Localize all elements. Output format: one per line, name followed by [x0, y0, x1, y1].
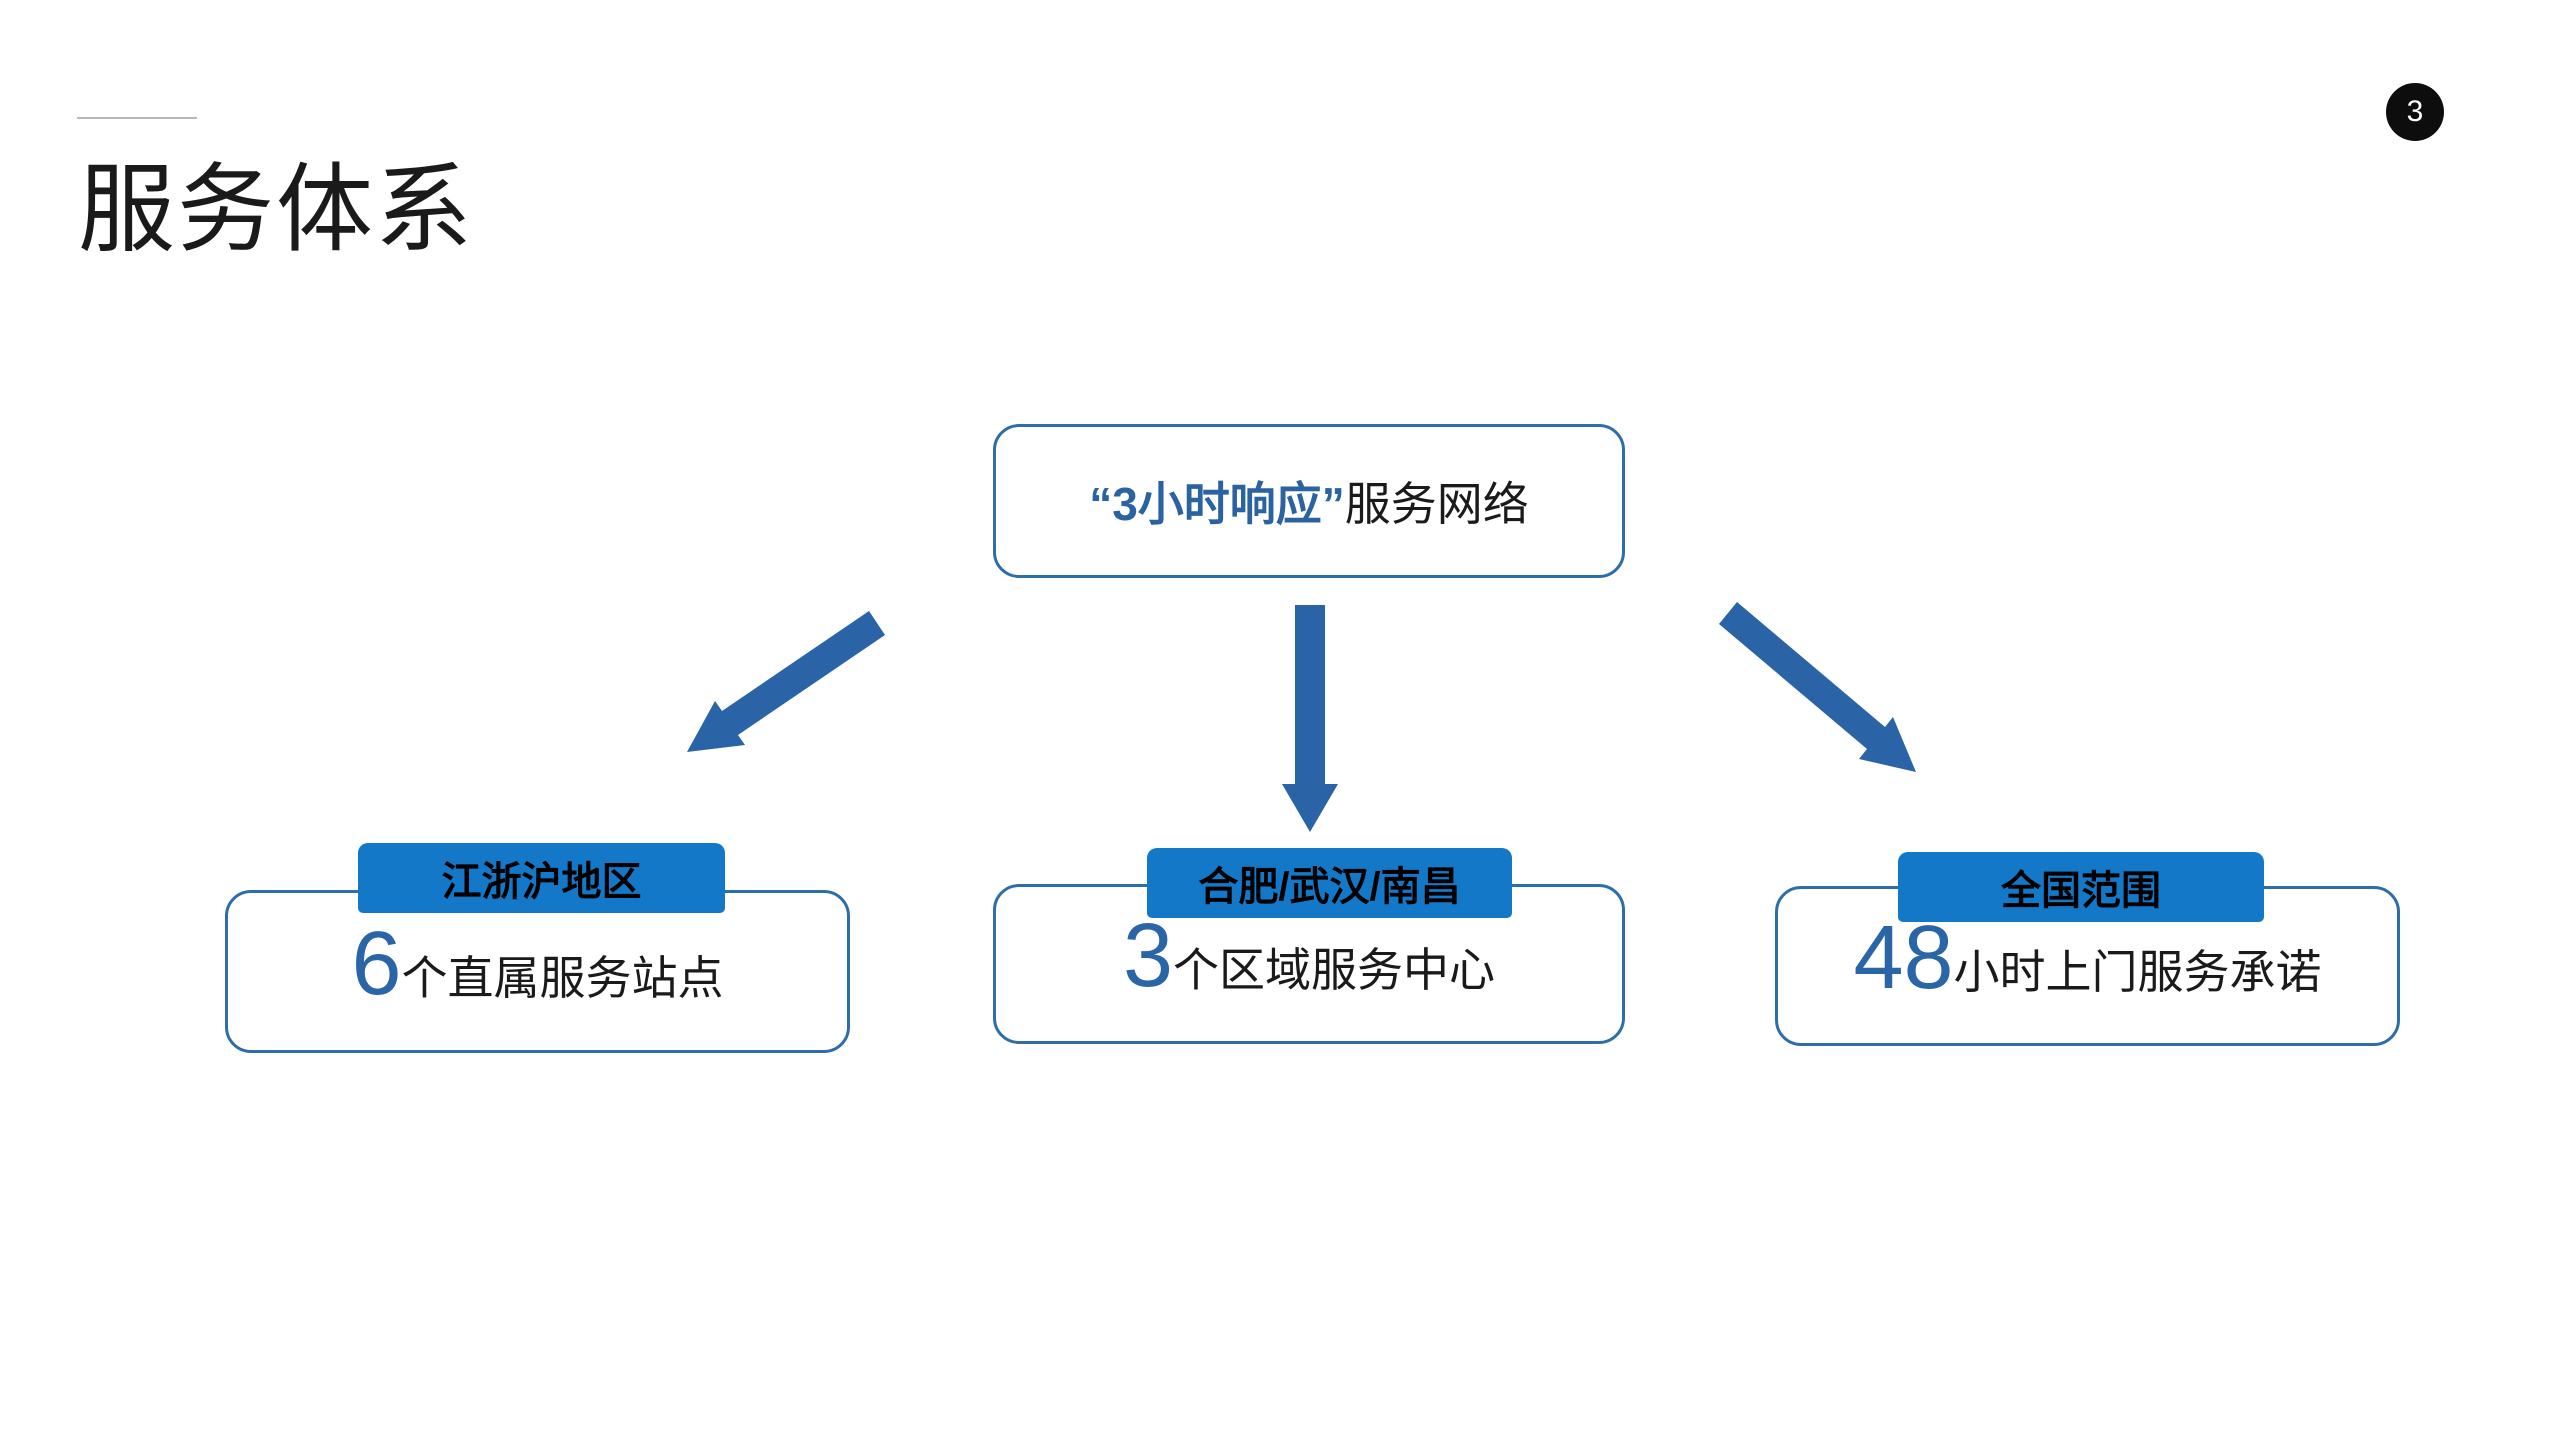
card-label: 个区域服务中心 [1173, 944, 1496, 996]
root-node-highlight-text: “3小时响应” [1089, 478, 1345, 530]
card-banner-text: 全国范围 [2001, 869, 2161, 913]
card-number: 3 [1122, 906, 1174, 1006]
page-title: 服务体系 [78, 155, 474, 264]
arrow-down-icon [1282, 605, 1338, 832]
root-node-service-network: “3小时响应”服务网络 [993, 424, 1625, 578]
card-label: 小时上门服务承诺 [1953, 946, 2322, 998]
card-banner: 江浙沪地区 [358, 843, 725, 913]
card-number: 48 [1853, 908, 1954, 1008]
card-number: 6 [351, 913, 402, 1014]
title-accent-line [77, 117, 197, 119]
card-banner: 全国范围 [1898, 852, 2264, 922]
arrow-down-right-icon [1719, 602, 1916, 772]
card-banner-text: 江浙沪地区 [441, 860, 642, 904]
card-banner-text: 合肥/武汉/南昌 [1198, 865, 1461, 909]
arrow-down-left-icon [687, 611, 885, 752]
card-banner: 合肥/武汉/南昌 [1147, 848, 1512, 918]
page-number-badge: 3 [2386, 83, 2444, 141]
card-label: 个直属服务站点 [401, 951, 724, 1004]
root-node-rest-text: 服务网络 [1344, 478, 1529, 530]
page-number: 3 [2406, 95, 2424, 128]
